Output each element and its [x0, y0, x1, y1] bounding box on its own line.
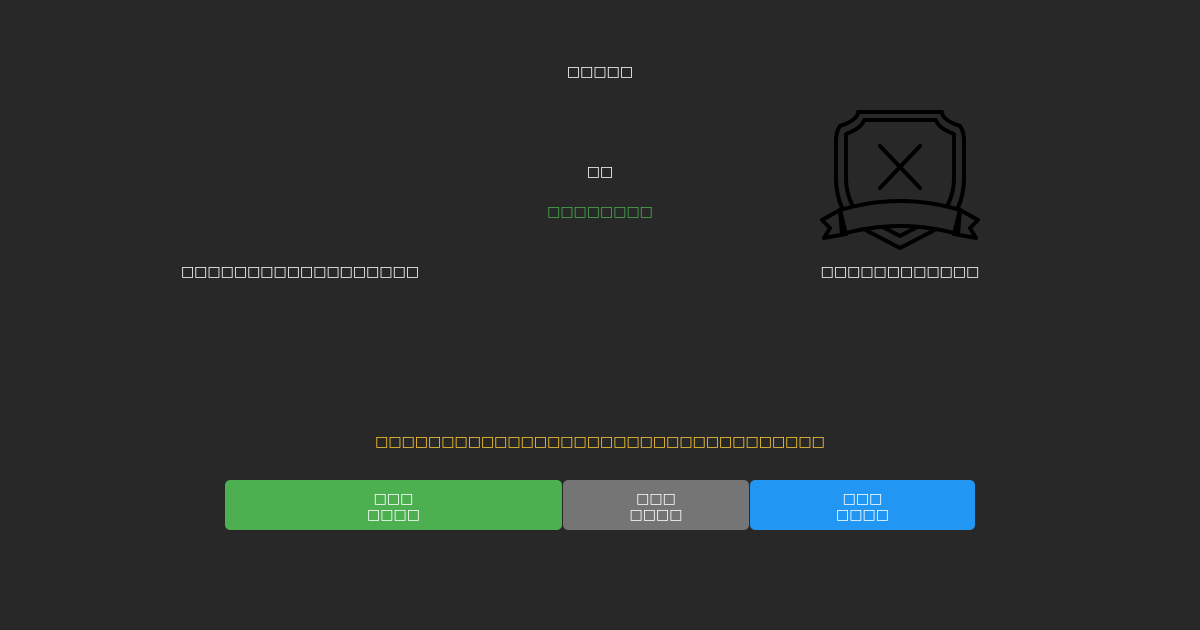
tertiary-action-button[interactable]: □□□ □□□□ [750, 480, 975, 530]
button-label-line1: □□□ [636, 491, 676, 507]
button-label-line2: □□□□ [629, 507, 683, 523]
status-text: □□□□□□□□ [547, 204, 653, 220]
info-text-left: □□□□□□□□□□□□□□□□□□ [180, 264, 420, 280]
secondary-action-button[interactable]: □□□ □□□□ [563, 480, 749, 530]
button-label-line2: □□□□ [836, 507, 889, 523]
button-label-line1: □□□ [373, 491, 414, 507]
button-label-line2: □□□□ [367, 507, 420, 523]
button-label-line1: □□□ [842, 491, 883, 507]
warning-text: □□□□□□□□□□□□□□□□□□□□□□□□□□□□□□□□□□ [375, 434, 825, 450]
section-label: □□ [586, 164, 614, 180]
primary-action-button[interactable]: □□□ □□□□ [225, 480, 562, 530]
page-title: □□□□□ [566, 64, 634, 80]
shield-x-icon [820, 110, 980, 250]
info-text-right: □□□□□□□□□□□□ [820, 264, 980, 280]
